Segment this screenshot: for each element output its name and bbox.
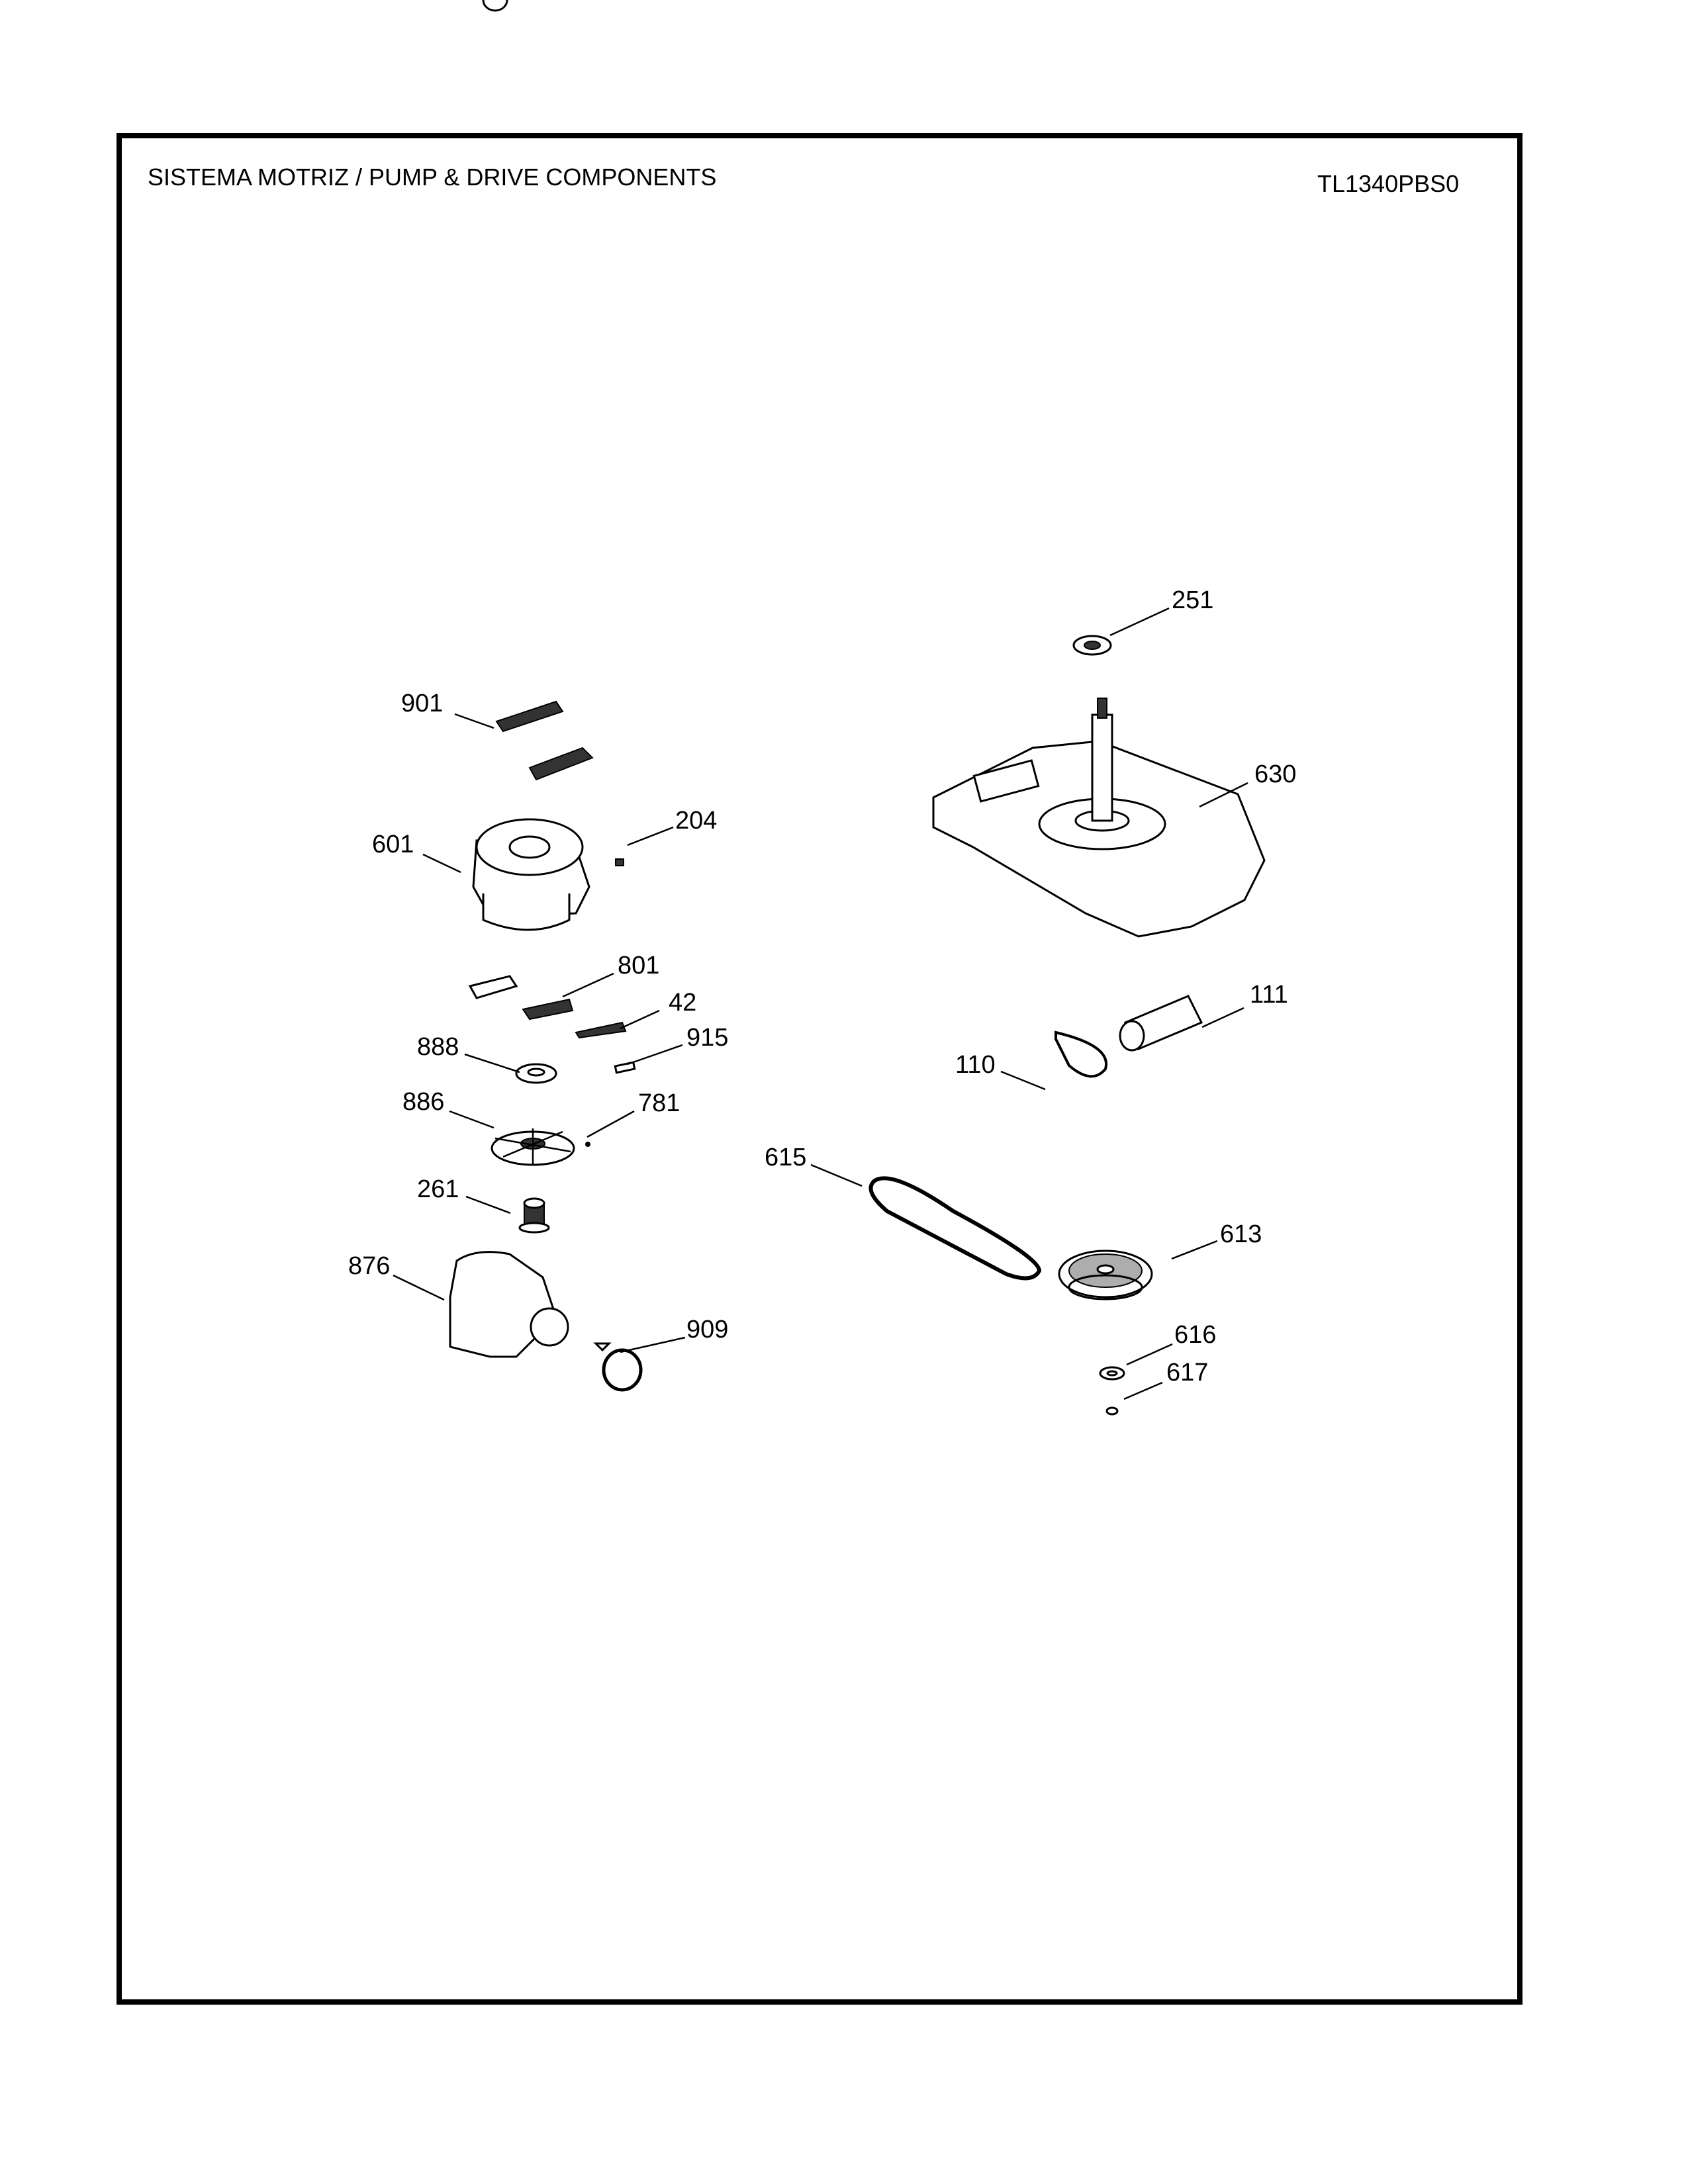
callout-42: 42 (669, 989, 696, 1017)
part-915-plate[interactable] (614, 1061, 636, 1074)
callout-601: 601 (372, 831, 414, 858)
part-901-clips[interactable] (495, 700, 594, 781)
part-251-seal[interactable] (1072, 635, 1112, 656)
callout-915: 915 (686, 1024, 728, 1052)
part-111-capacitor[interactable] (1119, 995, 1203, 1052)
part-613-pulley[interactable] (1058, 1250, 1153, 1300)
callout-251: 251 (1172, 586, 1213, 614)
part-801-pad[interactable] (468, 975, 518, 999)
leader-lines (393, 607, 1248, 1400)
part-110-strap[interactable] (1055, 1030, 1108, 1078)
page-frame (117, 133, 1523, 2005)
part-886-fan[interactable] (491, 1128, 575, 1166)
model-number: TL1340PBS0 (1317, 170, 1459, 197)
diagram-title: SISTEMA MOTRIZ / PUMP & DRIVE COMPONENTS (148, 163, 716, 191)
part-876-pump[interactable] (449, 0, 569, 1358)
callout-110: 110 (955, 1051, 996, 1079)
callout-613: 613 (1220, 1220, 1262, 1248)
callout-615: 615 (765, 1144, 806, 1171)
part-781-ball[interactable] (585, 1142, 590, 1147)
part-801-pad[interactable] (522, 998, 574, 1021)
callout-886: 886 (402, 1088, 444, 1116)
callout-111: 111 (1250, 981, 1288, 1009)
part-204-clip[interactable] (615, 858, 624, 866)
callout-630: 630 (1254, 760, 1296, 788)
callout-616: 616 (1174, 1321, 1216, 1349)
part-888-washer[interactable] (515, 1063, 557, 1084)
part-615-belt[interactable] (868, 1176, 1042, 1281)
callout-781: 781 (638, 1089, 680, 1117)
callout-901: 901 (401, 690, 443, 717)
callout-888: 888 (417, 1033, 459, 1061)
part-261-filter[interactable] (518, 1197, 550, 1234)
part-909-clamp[interactable] (593, 1342, 643, 1392)
part-601-motor[interactable] (472, 818, 590, 931)
part-616-washer[interactable] (1099, 1366, 1125, 1381)
callout-261: 261 (417, 1175, 459, 1203)
part-42-spring[interactable] (575, 1021, 627, 1039)
callout-801: 801 (618, 952, 659, 979)
callout-204: 204 (675, 807, 717, 835)
callout-909: 909 (686, 1316, 728, 1343)
part-617-ring[interactable] (1105, 1406, 1119, 1416)
callout-876: 876 (348, 1252, 390, 1280)
part-630-base-plate[interactable] (932, 698, 1266, 938)
callout-617: 617 (1166, 1359, 1208, 1387)
